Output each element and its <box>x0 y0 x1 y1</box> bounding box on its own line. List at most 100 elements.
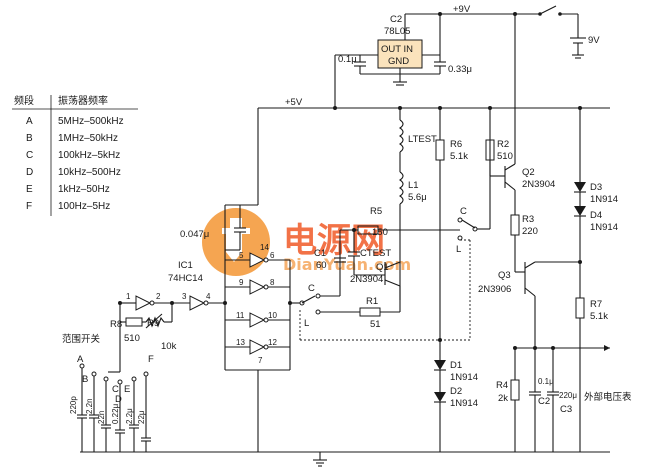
regulator-cap-left: 0.1μ <box>338 54 357 65</box>
svg-text:CTEST: CTEST <box>360 248 391 259</box>
table-header-freq: 振荡器频率 <box>58 94 108 107</box>
range-switch[interactable] <box>77 322 151 452</box>
range-switch-label: 范围开关 <box>62 333 101 345</box>
svg-text:7: 7 <box>258 356 263 365</box>
svg-text:LTEST: LTEST <box>408 134 437 145</box>
svg-text:14: 14 <box>260 243 269 252</box>
svg-text:F: F <box>26 201 32 212</box>
svg-text:0.1μ: 0.1μ <box>538 377 554 386</box>
oscillator-network <box>334 108 460 300</box>
svg-text:2N3904: 2N3904 <box>350 274 383 285</box>
svg-text:R6: R6 <box>450 139 462 150</box>
svg-text:2k: 2k <box>498 393 508 404</box>
svg-text:A: A <box>77 354 84 365</box>
svg-text:5MHz–500kHz: 5MHz–500kHz <box>58 116 124 127</box>
plus9v-label: +9V <box>453 4 471 15</box>
regulator-78l05 <box>354 14 446 86</box>
svg-text:220μ: 220μ <box>559 391 577 400</box>
svg-text:C1: C1 <box>314 248 326 259</box>
svg-text:510: 510 <box>497 151 513 162</box>
bias-network <box>434 108 446 452</box>
svg-text:2.2n: 2.2n <box>85 398 94 414</box>
table-row: D 10kHz–500Hz <box>26 167 121 178</box>
svg-text:F: F <box>148 354 154 365</box>
svg-text:C: C <box>112 384 119 395</box>
svg-text:1kHz–50Hz: 1kHz–50Hz <box>58 184 110 195</box>
svg-text:D: D <box>115 394 122 405</box>
svg-text:3: 3 <box>182 292 187 301</box>
table-row: A 5MHz–500kHz <box>26 116 124 127</box>
watermark-url: DianYuan.com <box>283 255 411 274</box>
regulator-out-in: OUT IN <box>381 44 413 55</box>
svg-text:22n: 22n <box>97 411 106 424</box>
svg-text:1N914: 1N914 <box>450 398 478 409</box>
svg-text:E: E <box>26 184 33 195</box>
svg-text:Q1: Q1 <box>376 262 389 273</box>
svg-text:C: C <box>308 283 315 294</box>
svg-text:D: D <box>26 167 33 178</box>
svg-text:13: 13 <box>236 338 245 347</box>
ic1-part: 74HC14 <box>168 273 203 284</box>
svg-text:51: 51 <box>370 319 381 330</box>
svg-text:D3: D3 <box>590 182 602 193</box>
svg-text:4: 4 <box>206 292 211 301</box>
svg-text:2N3904: 2N3904 <box>522 179 555 190</box>
watermark-plug-icon <box>222 218 250 262</box>
table-header-band: 频段 <box>14 94 34 107</box>
regulator-cap-right: 0.33μ <box>448 64 472 75</box>
svg-text:5.6μ: 5.6μ <box>408 192 427 203</box>
svg-text:100kHz–5kHz: 100kHz–5kHz <box>58 150 120 161</box>
svg-text:1N914: 1N914 <box>450 372 478 383</box>
svg-text:0.22μ: 0.22μ <box>111 403 120 424</box>
svg-text:10: 10 <box>268 311 277 320</box>
svg-text:510: 510 <box>124 333 140 344</box>
svg-text:L: L <box>456 244 461 255</box>
table-row: F 100Hz–5Hz <box>26 201 110 212</box>
svg-text:E: E <box>124 384 130 395</box>
svg-text:5.1k: 5.1k <box>450 151 468 162</box>
regulator-ref: C2 <box>390 14 402 25</box>
svg-text:C3: C3 <box>560 404 572 415</box>
regulator-part: 78L05 <box>384 26 410 37</box>
svg-text:6: 6 <box>270 251 275 260</box>
svg-text:220p: 220p <box>69 396 78 414</box>
svg-text:B: B <box>82 374 88 385</box>
battery-label: 9V <box>588 35 600 46</box>
output-stage <box>485 139 610 452</box>
svg-text:L1: L1 <box>408 180 419 191</box>
svg-text:D1: D1 <box>450 360 462 371</box>
svg-text:A: A <box>26 116 33 127</box>
svg-text:D2: D2 <box>450 386 462 397</box>
table-row: B 1MHz–50kHz <box>26 133 118 144</box>
regulator-gnd: GND <box>388 56 409 67</box>
table-row: E 1kHz–50Hz <box>26 184 110 195</box>
svg-text:1MHz–50kHz: 1MHz–50kHz <box>58 133 118 144</box>
svg-text:1N914: 1N914 <box>590 194 618 205</box>
svg-text:C: C <box>26 150 33 161</box>
svg-text:2N3906: 2N3906 <box>478 284 511 295</box>
svg-text:100Hz–5Hz: 100Hz–5Hz <box>58 201 110 212</box>
svg-text:10k: 10k <box>161 341 177 352</box>
svg-text:D4: D4 <box>590 210 602 221</box>
svg-text:2: 2 <box>156 292 161 301</box>
svg-text:R5: R5 <box>370 206 382 217</box>
svg-text:R3: R3 <box>522 214 534 225</box>
svg-text:22μ: 22μ <box>137 410 146 424</box>
svg-text:5.1k: 5.1k <box>590 311 608 322</box>
svg-text:R4: R4 <box>496 380 508 391</box>
meter-label: 外部电压表 <box>584 391 632 403</box>
svg-text:L: L <box>304 318 309 329</box>
svg-text:9: 9 <box>239 278 244 287</box>
range-table: 频段 振荡器频率 A 5MHz–500kHz B 1MHz–50kHz C 10… <box>12 94 138 216</box>
power-rails <box>80 5 610 467</box>
watermark: 电源网 DianYuan.com <box>202 208 411 276</box>
svg-text:1N914: 1N914 <box>590 222 618 233</box>
ic1-inverters <box>118 108 300 452</box>
svg-text:2.2μ: 2.2μ <box>125 408 134 424</box>
svg-text:R2: R2 <box>497 139 509 150</box>
cap-0047-label: 0.047μ <box>180 229 209 240</box>
svg-text:B: B <box>26 133 33 144</box>
plus5v-label: +5V <box>285 97 303 108</box>
svg-text:1: 1 <box>126 292 131 301</box>
